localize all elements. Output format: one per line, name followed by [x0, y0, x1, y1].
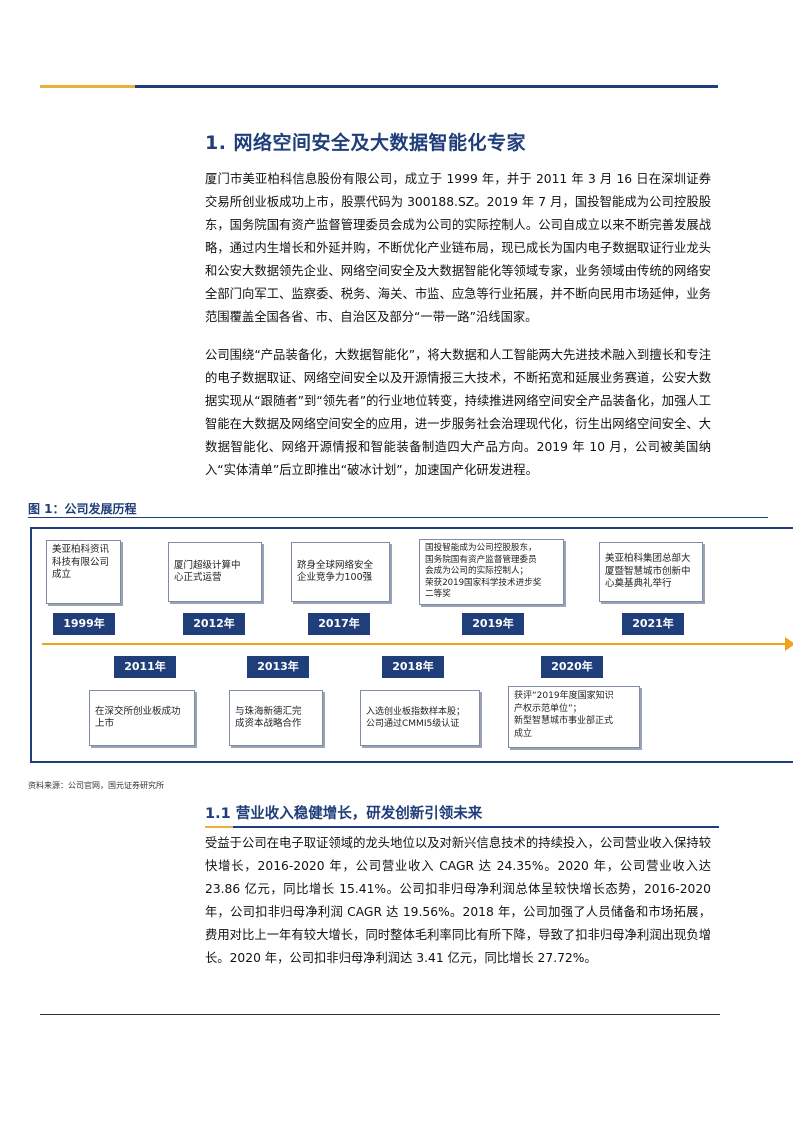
paragraph-strategy: 公司围绕“产品装备化，大数据智能化”，将大数据和人工智能两大先进技术融入到擅长和…	[205, 348, 711, 477]
year-badge-2020: 2020年	[541, 656, 603, 678]
paragraph-revenue: 受益于公司在电子取证领域的龙头地位以及对新兴信息技术的持续投入，公司营业收入保持…	[205, 836, 711, 965]
event-line: 企业竞争力100强	[297, 572, 373, 583]
year-badge-2013: 2013年	[247, 656, 309, 678]
paragraph-intro: 厦门市美亚柏科信息股份有限公司，成立于 1999 年，并于 2011 年 3 月…	[205, 172, 711, 324]
year-badge-2017: 2017年	[308, 613, 370, 635]
timeline-axis	[42, 643, 789, 645]
event-box-2021: 美亚柏科集团总部大 厦暨智慧城市创新中 心奠基典礼举行	[599, 542, 703, 602]
event-line: 与珠海新德汇完	[235, 705, 302, 717]
event-line: 成资本战略合作	[235, 718, 302, 729]
event-line: 二等奖	[425, 589, 451, 599]
figure-title-rule	[28, 517, 768, 518]
figure-title: 图 1：公司发展历程	[28, 502, 137, 516]
event-line: 会成为公司的实际控制人；	[425, 566, 529, 576]
year-badge-2018: 2018年	[382, 656, 444, 678]
year-badge-2012: 2012年	[183, 613, 245, 635]
event-line: 荣获2019国家科学技术进步奖	[425, 577, 542, 588]
event-line: 科技有限公司	[52, 556, 110, 568]
figure-source: 资料来源：公司官网，国元证券研究所	[28, 781, 164, 790]
event-line: 成立	[52, 569, 72, 580]
event-line: 新型智慧城市事业部正式	[514, 716, 614, 726]
subsection-accent	[205, 826, 233, 828]
section-title: 1. 网络空间安全及大数据智能化专家	[205, 132, 527, 154]
event-box-2020: 获评“2019年度国家知识 产权示范单位”； 新型智慧城市事业部正式 成立	[508, 686, 640, 748]
event-box-2018: 入选创业板指数样本股； 公司通过CMMI5级认证	[360, 690, 480, 746]
event-line: 国投智能成为公司控股股东，	[425, 543, 537, 553]
event-box-1999: 美亚柏科资讯 科技有限公司 成立	[46, 540, 121, 604]
development-timeline-diagram: 美亚柏科资讯 科技有限公司 成立 1999年 厦门超级计算中 心正式运营 201…	[30, 527, 793, 763]
event-box-2012: 厦门超级计算中 心正式运营	[168, 542, 262, 602]
year-badge-2021: 2021年	[622, 613, 684, 635]
event-line: 国务院国有资产监督管理委员	[425, 554, 537, 565]
event-box-2013: 与珠海新德汇完 成资本战略合作	[229, 690, 323, 746]
subsection-rule	[205, 826, 719, 828]
header-rule	[40, 85, 718, 88]
year-badge-2019: 2019年	[462, 613, 524, 635]
event-box-2019: 国投智能成为公司控股股东， 国务院国有资产监督管理委员 会成为公司的实际控制人；…	[419, 539, 564, 605]
header-accent	[40, 85, 135, 88]
event-line: 公司通过CMMI5级认证	[366, 719, 460, 729]
event-line: 跻身全球网络安全	[297, 559, 374, 571]
event-line: 在深交所创业板成功	[95, 705, 181, 717]
timeline-arrow-icon	[785, 637, 793, 651]
event-box-2011: 在深交所创业板成功 上市	[89, 690, 195, 746]
event-line: 心正式运营	[174, 572, 222, 583]
subsection-title: 1.1 营业收入稳健增长，研发创新引领未来	[205, 806, 483, 822]
event-line: 产权示范单位”；	[514, 703, 582, 714]
event-line: 获评“2019年度国家知识	[514, 691, 614, 701]
event-line: 心奠基典礼举行	[605, 578, 672, 590]
event-line: 入选创业板指数样本股；	[366, 706, 466, 717]
event-line: 上市	[95, 718, 115, 729]
event-box-2017: 跻身全球网络安全 企业竞争力100强	[291, 542, 390, 602]
event-line: 成立	[514, 728, 533, 739]
event-line: 厦门超级计算中	[174, 559, 241, 571]
event-line: 美亚柏科资讯	[52, 544, 110, 555]
event-line: 美亚柏科集团总部大	[605, 553, 691, 565]
year-badge-2011: 2011年	[114, 656, 176, 678]
year-badge-1999: 1999年	[53, 613, 115, 635]
event-line: 厦暨智慧城市创新中	[605, 565, 691, 577]
footer-rule	[40, 1014, 720, 1015]
